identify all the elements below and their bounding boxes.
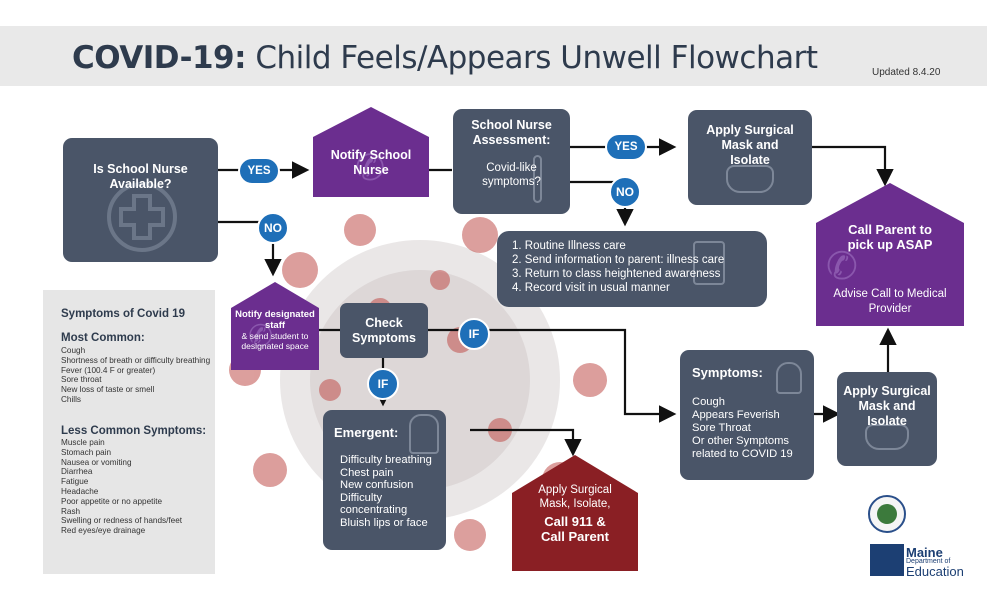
emergent-list: Difficulty breathing Chest pain New conf… bbox=[340, 454, 444, 529]
symptoms-list: Cough Appears Feverish Sore Throat Or ot… bbox=[692, 396, 810, 461]
title-bar bbox=[0, 26, 987, 86]
symptoms-panel: Symptoms of Covid 19 Most Common: Cough … bbox=[43, 290, 215, 574]
nurse-available-label: Is School Nurse Available? bbox=[93, 162, 188, 191]
emergent-item: Difficulty concentrating bbox=[340, 491, 408, 517]
emergent-item: New confusion bbox=[340, 479, 414, 491]
line-to-call-parent bbox=[812, 145, 894, 187]
medical-cross-icon bbox=[107, 182, 177, 252]
symptom-item: Cough bbox=[61, 346, 86, 355]
nurse-assessment-question: Covid-like symptoms? bbox=[482, 162, 541, 188]
emergent-item: Bluish lips or face bbox=[340, 516, 428, 529]
logo-line-1: Maine bbox=[906, 545, 943, 560]
routine-item: 1. Routine Illness care bbox=[512, 240, 626, 252]
call-parent-advice: Advise Call to Medical Provider bbox=[833, 288, 947, 315]
symptom-item: Stomach pain bbox=[61, 447, 112, 457]
emergent-item: Chest pain bbox=[340, 466, 394, 479]
thermometer-icon bbox=[533, 155, 542, 203]
line-to-call911 bbox=[470, 428, 582, 457]
emergent-item: Difficulty breathing bbox=[340, 454, 432, 466]
routine-care-list: 1. Routine Illness care 2. Send informat… bbox=[512, 239, 724, 295]
apply-mask-top-box: Apply Surgical Mask and Isolate bbox=[688, 110, 812, 205]
symptom-item: Chills bbox=[61, 394, 82, 404]
symptoms-item: Or other Symptoms related to COVID 19 bbox=[692, 435, 793, 460]
choking-person-icon bbox=[409, 414, 439, 454]
symptoms-title: Symptoms: bbox=[692, 365, 763, 380]
symptom-item: Swelling or redness of hands/feet bbox=[61, 516, 183, 526]
symptoms-box: Symptoms: Cough Appears Feverish Sore Th… bbox=[680, 350, 814, 480]
apply-mask-right-label: Apply Surgical Mask and Isolate bbox=[843, 384, 931, 428]
logo-line-2: Department of bbox=[906, 558, 951, 565]
most-common-list: Cough Shortness of breath or difficulty … bbox=[61, 346, 213, 405]
routine-item: 4. Record visit in usual manner bbox=[512, 282, 670, 294]
symptoms-panel-title: Symptoms of Covid 19 bbox=[61, 308, 185, 320]
phone-icon-parent: ✆ bbox=[826, 246, 858, 288]
check-symptoms-box: Check Symptoms bbox=[340, 303, 428, 358]
most-common-heading: Most Common: bbox=[61, 332, 145, 344]
call911-shape bbox=[512, 455, 638, 571]
symptom-item: Red eyes/eye drainage bbox=[61, 526, 146, 536]
coughing-person-icon bbox=[776, 362, 802, 394]
phone-icon-nurse: ✆ bbox=[355, 147, 386, 188]
less-common-heading: Less Common Symptoms: bbox=[61, 425, 207, 437]
mask-icon-top bbox=[726, 165, 774, 193]
state-seal-logo bbox=[868, 495, 906, 533]
symptom-item: Sore throat bbox=[61, 375, 102, 385]
symptom-item: Fever (100.4 F or greater) bbox=[61, 365, 156, 375]
symptom-item: Poor appetite or no appetite bbox=[61, 496, 163, 506]
seal-center bbox=[877, 504, 897, 524]
symptom-item: Fatigue bbox=[61, 477, 89, 487]
routine-item: 3. Return to class heightened awareness bbox=[512, 268, 721, 280]
page-title: COVID-19: Child Feels/Appears Unwell Flo… bbox=[72, 40, 818, 76]
emergent-title: Emergent: bbox=[334, 425, 399, 440]
call-parent-shape bbox=[816, 183, 964, 326]
apply-mask-right-box: Apply Surgical Mask and Isolate bbox=[837, 372, 937, 466]
notify-staff-rest: & send student to designated space bbox=[241, 331, 309, 351]
phone-icon-staff: ✆ bbox=[248, 320, 274, 353]
notify-staff-bold: Notify designated staff bbox=[235, 309, 315, 331]
call911-text: Apply Surgical Mask, Isolate, Call 911 &… bbox=[512, 484, 638, 544]
mask-icon-right bbox=[865, 424, 909, 450]
maine-doe-logo-mark bbox=[870, 544, 904, 576]
call911-instructions: Apply Surgical Mask, Isolate, bbox=[538, 484, 612, 510]
less-common-list: Muscle pain Stomach pain Nausea or vomit… bbox=[61, 438, 213, 536]
logo-line-3: Education bbox=[906, 564, 964, 579]
symptom-item: Shortness of breath or difficulty breath… bbox=[61, 355, 211, 365]
apply-mask-top-label: Apply Surgical Mask and Isolate bbox=[706, 123, 794, 167]
no-badge-2: NO bbox=[609, 176, 641, 208]
routine-item: 2. Send information to parent: illness c… bbox=[512, 254, 725, 266]
clipboard-icon bbox=[693, 241, 725, 285]
symptom-item: Muscle pain bbox=[61, 438, 105, 447]
notify-nurse-shape bbox=[313, 107, 429, 197]
yes-badge-2: YES bbox=[605, 133, 647, 161]
symptom-item: Diarrhea bbox=[61, 467, 93, 477]
symptom-item: Headache bbox=[61, 486, 99, 496]
if-badge-right: IF bbox=[458, 318, 490, 350]
nurse-available-box: Is School Nurse Available? bbox=[63, 138, 218, 262]
notify-staff-text: Notify designated staff & send student t… bbox=[231, 309, 319, 351]
symptom-item: Rash bbox=[61, 506, 81, 516]
symptoms-item: Sore Throat bbox=[692, 422, 751, 434]
if-badge-down: IF bbox=[367, 368, 399, 400]
emergent-box: Emergent: Difficulty breathing Chest pai… bbox=[323, 410, 446, 550]
routine-care-box: 1. Routine Illness care 2. Send informat… bbox=[497, 231, 767, 307]
symptoms-item: Appears Feverish bbox=[692, 409, 780, 421]
symptom-item: Nausea or vomiting bbox=[61, 457, 132, 467]
notify-nurse-label: Notify School Nurse bbox=[330, 148, 412, 177]
call-parent-title: Call Parent to pick up ASAP bbox=[847, 222, 933, 252]
title-bold: COVID-19: bbox=[72, 40, 247, 76]
title-rest: Child Feels/Appears Unwell Flowchart bbox=[246, 40, 818, 76]
no-badge-1: NO bbox=[257, 212, 289, 244]
check-symptoms-label: Check Symptoms bbox=[352, 316, 416, 345]
line-if-right bbox=[428, 328, 677, 423]
notify-staff-shape bbox=[231, 282, 319, 370]
yes-badge-1: YES bbox=[238, 157, 280, 185]
nurse-assessment-box: School Nurse Assessment: Covid-like symp… bbox=[453, 109, 570, 214]
symptom-item: New loss of taste or smell bbox=[61, 385, 155, 395]
nurse-assessment-title: School Nurse Assessment: bbox=[471, 118, 552, 147]
updated-date: Updated 8.4.20 bbox=[872, 67, 941, 78]
symptoms-item: Cough bbox=[692, 396, 725, 408]
call911-emphasis: Call 911 & Call Parent bbox=[541, 514, 609, 544]
